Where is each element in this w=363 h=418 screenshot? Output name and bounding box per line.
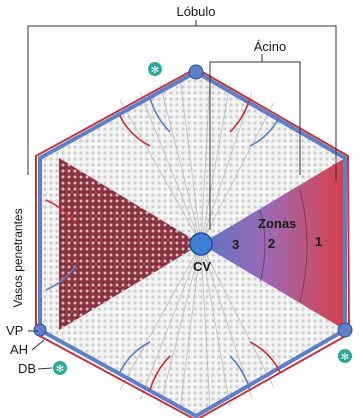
bile-duct-icon: ✻ bbox=[148, 62, 162, 76]
portal-triad-top bbox=[188, 64, 204, 80]
central-vein bbox=[189, 232, 213, 256]
label-acino: Ácino bbox=[254, 39, 287, 54]
zone-boundaries bbox=[259, 189, 308, 303]
bile-duct-icon: ✻ bbox=[338, 349, 352, 363]
label-zona-3: 3 bbox=[232, 237, 239, 252]
label-zona-2: 2 bbox=[268, 236, 275, 251]
hepatic-plates bbox=[119, 77, 275, 411]
penetrating-vessels bbox=[45, 97, 281, 391]
label-vasos-penetrantes: Vasos penetrantes bbox=[11, 208, 25, 307]
label-db: DB bbox=[18, 361, 36, 376]
acino-bracket bbox=[209, 61, 301, 230]
svg-text:✻: ✻ bbox=[56, 364, 64, 375]
portal-veins bbox=[38, 70, 347, 418]
hepatic-arteries bbox=[35, 69, 350, 418]
bile-duct-icon: ✻ bbox=[53, 361, 67, 375]
portal-triad-left bbox=[33, 323, 47, 337]
label-cv: CV bbox=[193, 259, 211, 274]
lobulo-bracket bbox=[27, 25, 337, 180]
label-ah: AH bbox=[10, 342, 28, 357]
svg-text:✻: ✻ bbox=[341, 352, 349, 363]
label-zona-1: 1 bbox=[315, 234, 322, 249]
acinus-zones-triangle bbox=[201, 158, 345, 330]
svg-text:✻: ✻ bbox=[151, 65, 159, 76]
label-lobulo: Lóbulo bbox=[176, 4, 215, 19]
label-zonas: Zonas bbox=[258, 216, 296, 231]
label-vp: VP bbox=[6, 323, 23, 338]
portal-triad-bottom-right bbox=[337, 322, 353, 338]
left-red-sector bbox=[59, 158, 201, 330]
label-leaders bbox=[28, 330, 53, 370]
